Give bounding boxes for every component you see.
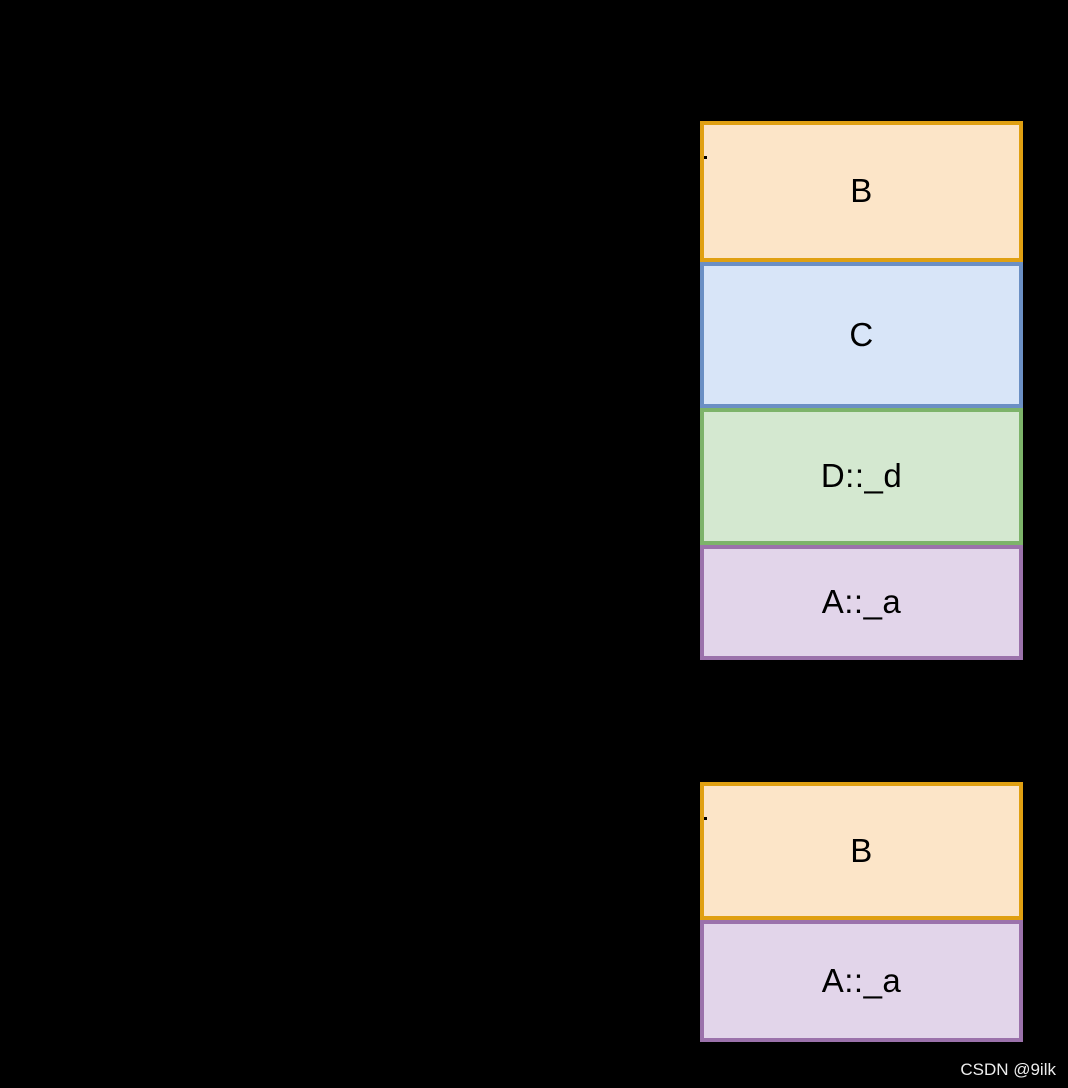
memory-block-b-derived: B (700, 121, 1023, 262)
memory-block-b-base: B (700, 782, 1023, 920)
memory-layout-group-base: B A::_a (700, 782, 1023, 1042)
edge-artifact-icon (704, 817, 707, 820)
memory-block-label: A::_a (821, 961, 902, 999)
memory-block-label: B (850, 831, 873, 869)
memory-block-d-d-derived: D::_d (700, 408, 1023, 545)
memory-block-a-a-derived: A::_a (700, 545, 1023, 660)
watermark: CSDN @9ilk (960, 1060, 1056, 1079)
memory-block-c-derived: C (700, 262, 1023, 408)
edge-artifact-icon (704, 156, 707, 159)
memory-block-label: D::_d (820, 457, 903, 494)
memory-layout-group-derived: B C D::_d A::_a (700, 121, 1023, 660)
memory-block-label: B (850, 172, 873, 209)
memory-block-label: A::_a (821, 583, 902, 620)
memory-block-a-a-base: A::_a (700, 920, 1023, 1042)
memory-block-label: C (849, 315, 874, 353)
